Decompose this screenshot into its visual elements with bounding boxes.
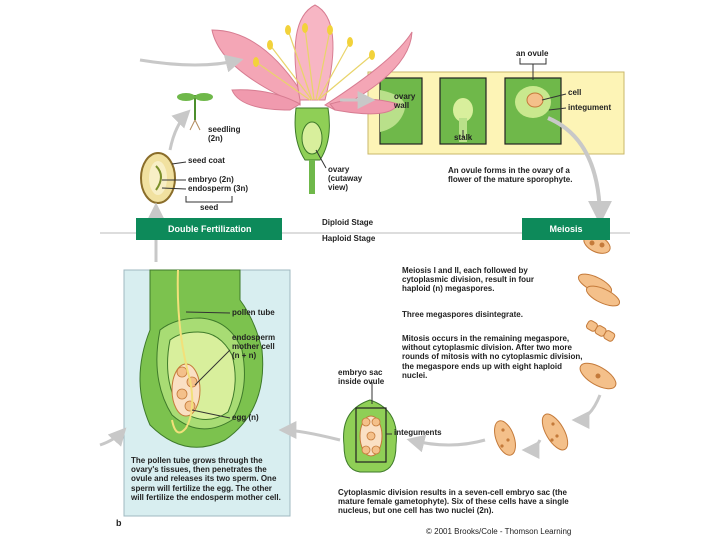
megaspores-caption: Three megaspores disintegrate. — [402, 310, 523, 319]
pollen-tube-label: pollen tube — [232, 308, 275, 317]
an-ovule-label: an ovule — [516, 49, 549, 58]
seed-coat-label: seed coat — [188, 156, 225, 165]
endosperm-label: endosperm (3n) — [188, 184, 249, 193]
cyto-caption: Cytoplasmic division results in a seven-… — [338, 488, 569, 516]
ovary-wall-label: ovary wall — [394, 92, 416, 111]
integuments-label: integuments — [394, 428, 442, 437]
stalk-label: stalk — [454, 133, 473, 142]
embryo-sac-illustration — [343, 399, 397, 473]
haploid-stage-label: Haploid Stage — [322, 234, 376, 243]
seed-label: seed — [200, 203, 219, 212]
copyright: © 2001 Brooks/Cole - Thomson Learning — [426, 527, 572, 536]
megaspore-sequence — [494, 234, 621, 456]
ovary-section — [139, 269, 264, 448]
embryo-label: embryo (2n) — [188, 175, 234, 184]
ovule-forms-caption: An ovule forms in the ovary of a flower … — [448, 166, 573, 185]
pollen-caption: The pollen tube grows through the ovary'… — [131, 456, 281, 502]
double-fertilization-label: Double Fertilization — [168, 224, 252, 234]
double-fertilization-bar: Double Fertilization — [136, 218, 282, 240]
diploid-stage-label: Diploid Stage — [322, 218, 374, 227]
meiosis-caption: Meiosis I and II, each followed by cytop… — [402, 266, 535, 294]
embryo-sac-label: embryo sac inside ovule — [338, 368, 385, 387]
ovule-view-3 — [504, 77, 562, 145]
seedling-label: seedling (2n) — [208, 125, 241, 144]
seed-illustration — [140, 152, 176, 204]
meiosis-bar: Meiosis — [522, 218, 610, 240]
panel-letter: b — [116, 518, 122, 528]
egg-label: egg (n) — [232, 413, 259, 422]
ovary-cutaway-label: ovary (cutaway view) — [328, 165, 363, 193]
meiosis-label: Meiosis — [549, 224, 583, 234]
cell-label: cell — [568, 88, 582, 97]
endosperm-mother-label: endosperm mother cell (n + n) — [232, 333, 276, 361]
seedling-illustration — [177, 93, 213, 131]
mitosis-caption: Mitosis occurs in the remaining megaspor… — [402, 334, 583, 380]
integument-label: integument — [568, 103, 612, 112]
